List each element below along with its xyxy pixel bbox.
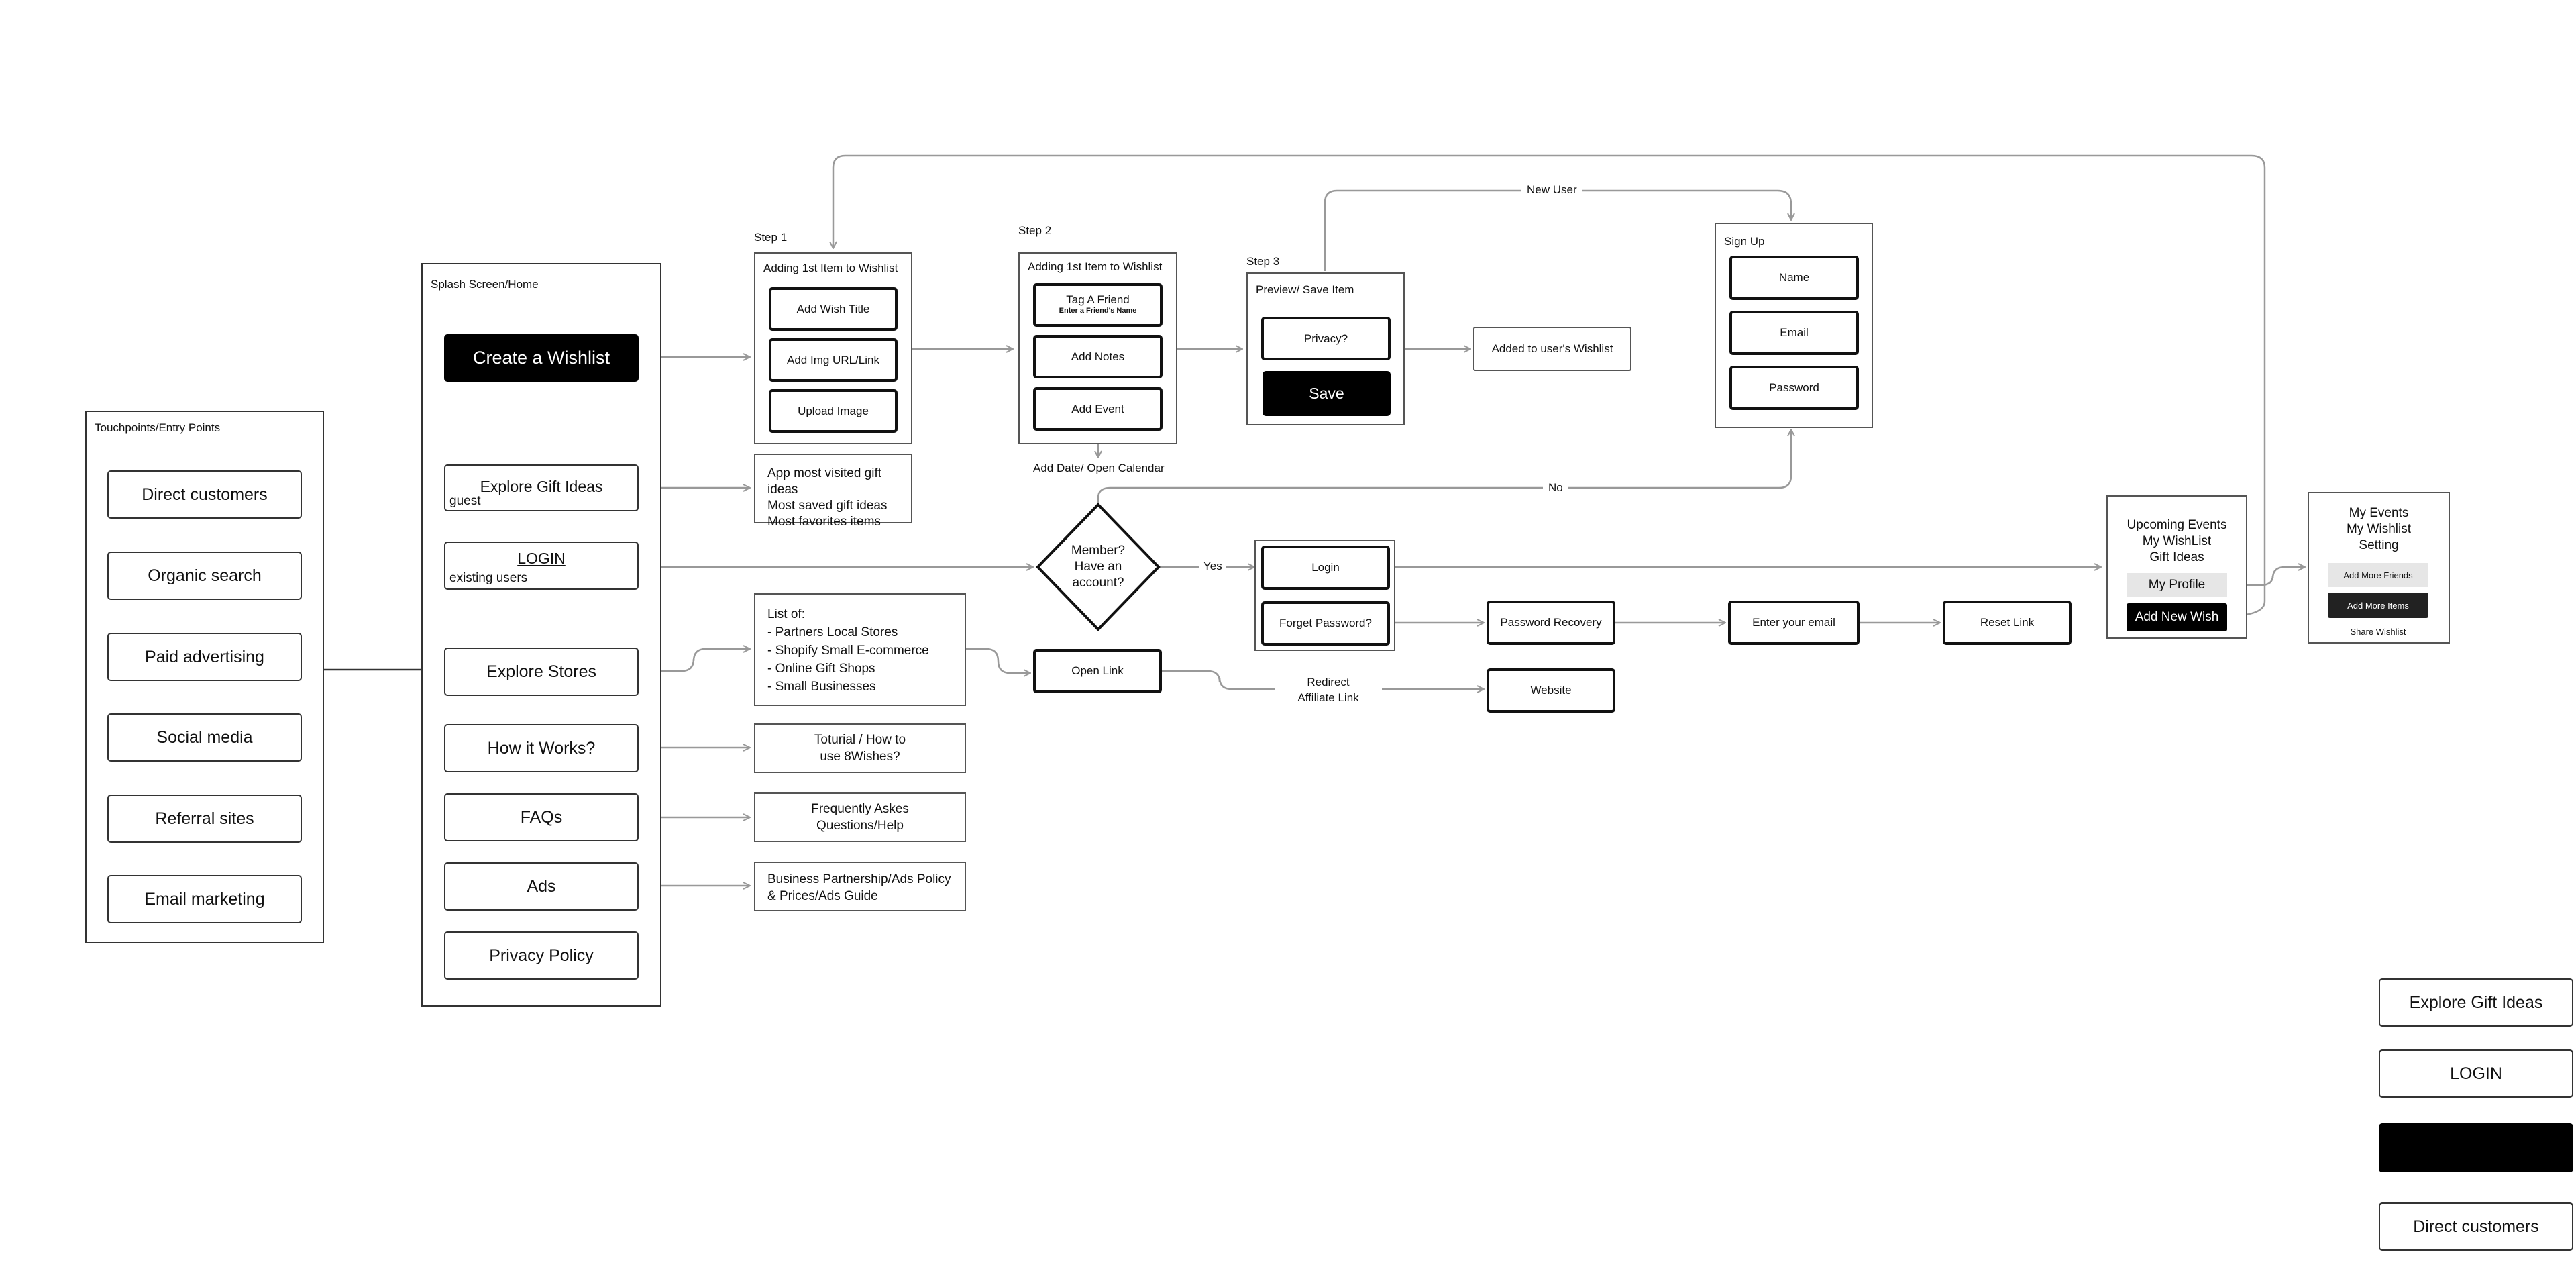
menu-link-my-events[interactable]: My Events: [2349, 506, 2409, 520]
edge-label-redirect-line1: Redirect: [1307, 676, 1350, 688]
edge-label-redirect: Redirect Affiliate Link: [1275, 674, 1382, 705]
add-wish-title-button[interactable]: Add Wish Title: [769, 287, 898, 331]
signup-title: Sign Up: [1724, 235, 1765, 248]
legend-login: LOGIN: [2379, 1049, 2573, 1098]
forget-password-button[interactable]: Forget Password?: [1261, 601, 1390, 646]
edge-label-no: No: [1543, 481, 1568, 495]
tag-friend-label: Tag A Friend: [1066, 293, 1130, 306]
step3-title: Preview/ Save Item: [1256, 283, 1354, 296]
login-label: LOGIN: [517, 550, 566, 567]
edge-label-redirect-line2: Affiliate Link: [1297, 691, 1359, 704]
signup-password-field[interactable]: Password: [1729, 366, 1859, 410]
save-button[interactable]: Save: [1263, 371, 1391, 416]
decision-line: Have an: [1074, 560, 1122, 574]
password-recovery-node[interactable]: Password Recovery: [1487, 601, 1615, 645]
signup-email-field[interactable]: Email: [1729, 311, 1859, 355]
menu-links: My Events My Wishlist Setting: [2308, 505, 2450, 554]
ads-button[interactable]: Ads: [444, 862, 639, 911]
touchpoint-email-marketing[interactable]: Email marketing: [107, 875, 302, 923]
member-decision-diamond: [1036, 503, 1161, 631]
privacy-button[interactable]: Privacy?: [1261, 317, 1391, 360]
my-profile-button[interactable]: My Profile: [2127, 573, 2227, 597]
explore-gift-ideas-button[interactable]: Explore Gift Ideas guest: [444, 464, 639, 511]
touchpoint-direct-customers[interactable]: Direct customers: [107, 470, 302, 519]
added-to-wishlist-node: Added to user's Wishlist: [1473, 327, 1631, 371]
edge-label-new-user: New User: [1521, 183, 1582, 197]
stores-list-line: List of:: [767, 607, 805, 621]
how-info-line: Toturial / How to: [814, 733, 906, 747]
gift-info-line: Most favorites items: [767, 515, 881, 529]
add-more-friends-button[interactable]: Add More Friends: [2328, 563, 2428, 587]
share-wishlist-link[interactable]: Share Wishlist: [2350, 626, 2406, 637]
gift-info-line: App most visited gift ideas: [767, 466, 882, 497]
legend-explore-gift-ideas: Explore Gift Ideas: [2379, 978, 2573, 1027]
touchpoints-title: Touchpoints/Entry Points: [95, 421, 221, 434]
add-notes-button[interactable]: Add Notes: [1033, 335, 1163, 378]
tag-friend-button[interactable]: Tag A Friend Enter a Friend's Name: [1033, 283, 1163, 327]
login-node-button[interactable]: Login: [1261, 546, 1390, 590]
step2-label: Step 2: [1018, 224, 1052, 237]
explore-stores-button[interactable]: Explore Stores: [444, 648, 639, 696]
reset-link-node[interactable]: Reset Link: [1943, 601, 2072, 645]
legend-black-button: [2379, 1123, 2573, 1172]
step2-title: Adding 1st Item to Wishlist: [1028, 260, 1163, 273]
guest-label: guest: [449, 494, 481, 508]
add-new-wish-button[interactable]: Add New Wish: [2127, 603, 2227, 631]
dashboard-link-gift-ideas[interactable]: Gift Ideas: [2149, 550, 2204, 564]
step3-label: Step 3: [1246, 255, 1280, 268]
decision-line: Member?: [1071, 544, 1126, 558]
faq-info-box: Frequently Askes Questions/Help: [754, 792, 966, 842]
enter-email-node[interactable]: Enter your email: [1728, 601, 1860, 645]
stores-list-line: - Partners Local Stores: [767, 625, 898, 639]
menu-link-my-wishlist[interactable]: My Wishlist: [2346, 522, 2412, 536]
step1-title: Adding 1st Item to Wishlist: [763, 262, 898, 274]
ads-info-line: & Prices/Ads Guide: [767, 889, 878, 903]
stores-list-line: - Online Gift Shops: [767, 662, 875, 676]
touchpoint-organic-search[interactable]: Organic search: [107, 552, 302, 600]
stores-list-line: - Small Businesses: [767, 680, 876, 694]
privacy-policy-button[interactable]: Privacy Policy: [444, 931, 639, 980]
faqs-button[interactable]: FAQs: [444, 793, 639, 841]
decision-line: account?: [1072, 576, 1124, 590]
login-button[interactable]: LOGIN existing users: [444, 542, 639, 590]
home-title: Splash Screen/Home: [431, 278, 539, 291]
explore-gift-ideas-label: Explore Gift Ideas: [480, 478, 603, 495]
how-it-works-info-box: Toturial / How to use 8Wishes?: [754, 723, 966, 773]
ads-info-line: Business Partnership/Ads Policy: [767, 872, 951, 886]
touchpoint-referral-sites[interactable]: Referral sites: [107, 795, 302, 843]
add-event-button[interactable]: Add Event: [1033, 387, 1163, 431]
open-link-button[interactable]: Open Link: [1033, 649, 1162, 693]
edge-label-yes: Yes: [1199, 560, 1226, 573]
decision-text: Member? Have an account?: [1060, 537, 1136, 597]
add-img-url-button[interactable]: Add Img URL/Link: [769, 338, 898, 382]
legend-direct-customers: Direct customers: [2379, 1202, 2573, 1251]
how-it-works-button[interactable]: How it Works?: [444, 724, 639, 772]
touchpoint-social-media[interactable]: Social media: [107, 713, 302, 762]
existing-users-label: existing users: [449, 571, 528, 585]
faq-info-line: Questions/Help: [816, 819, 904, 833]
gift-info-line: Most saved gift ideas: [767, 499, 888, 513]
ads-info-box: Business Partnership/Ads Policy & Prices…: [754, 862, 966, 911]
step1-label: Step 1: [754, 231, 788, 244]
dashboard-link-upcoming-events[interactable]: Upcoming Events: [2127, 518, 2227, 532]
upload-image-button[interactable]: Upload Image: [769, 389, 898, 433]
dashboard-links: Upcoming Events My WishList Gift Ideas: [2106, 517, 2247, 566]
add-date-calendar-label: Add Date/ Open Calendar: [1033, 462, 1165, 474]
stores-list-line: - Shopify Small E-commerce: [767, 644, 929, 658]
tag-friend-sublabel: Enter a Friend's Name: [1059, 306, 1137, 315]
stores-list-box: List of: - Partners Local Stores - Shopi…: [754, 593, 966, 706]
signup-name-field[interactable]: Name: [1729, 256, 1859, 300]
dashboard-link-my-wishlist[interactable]: My WishList: [2142, 534, 2212, 548]
create-wishlist-button[interactable]: Create a Wishlist: [444, 334, 639, 382]
menu-link-setting[interactable]: Setting: [2359, 538, 2399, 552]
website-node[interactable]: Website: [1487, 668, 1615, 713]
gift-ideas-info-box: App most visited gift ideas Most saved g…: [754, 454, 912, 529]
touchpoint-paid-advertising[interactable]: Paid advertising: [107, 633, 302, 681]
how-info-line: use 8Wishes?: [820, 750, 900, 764]
faq-info-line: Frequently Askes: [811, 802, 909, 816]
add-more-items-button[interactable]: Add More Items: [2328, 593, 2428, 618]
